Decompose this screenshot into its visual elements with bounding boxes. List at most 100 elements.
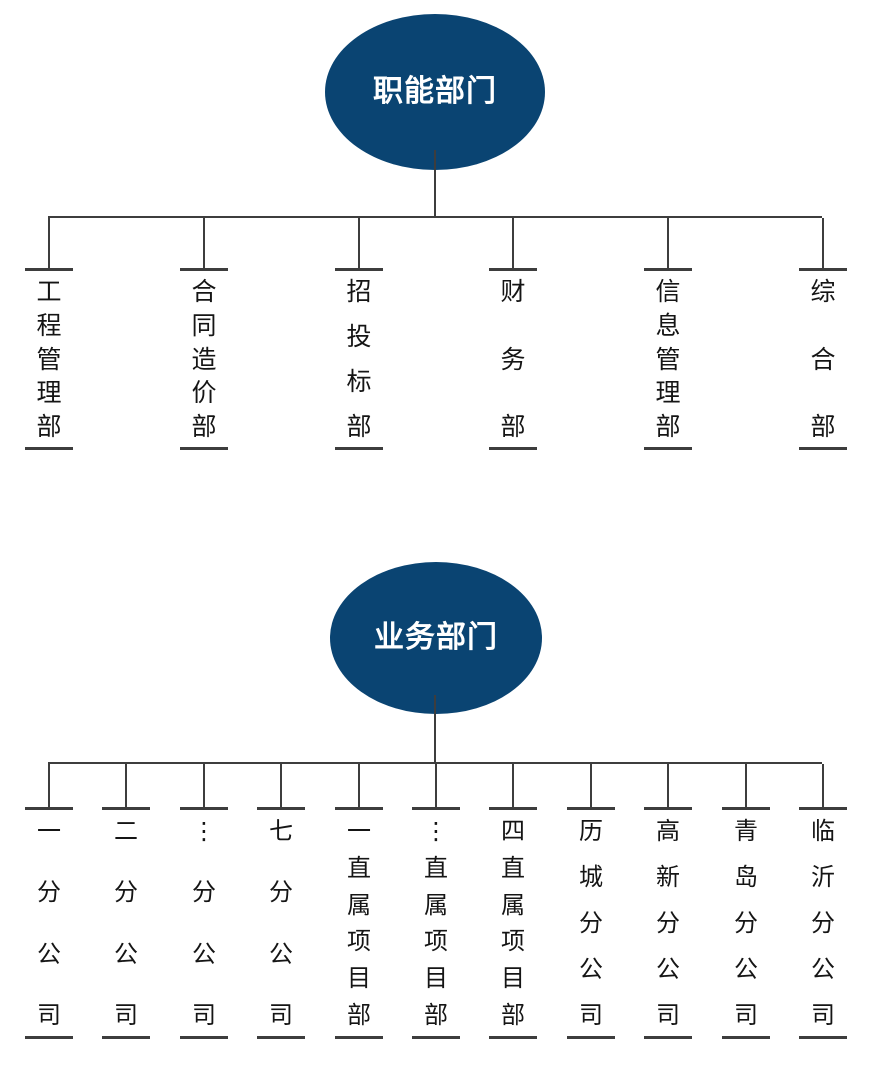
leaf-top-rule xyxy=(180,807,228,810)
leaf-node-char: 部 xyxy=(501,1001,525,1029)
leaf-bottom-rule xyxy=(180,447,228,450)
leaf-node-char: 分 xyxy=(192,879,216,907)
leaf-node-char: 公 xyxy=(811,956,835,983)
leaf-node-char: 公 xyxy=(269,940,293,968)
leaf-node-char: 管 xyxy=(655,345,681,374)
leaf-node[interactable]: 工程管理部 xyxy=(25,280,73,440)
leaf-node-char: 司 xyxy=(734,1002,758,1029)
leaf-node-char: 目 xyxy=(501,965,525,993)
leaf-node[interactable]: ⋮直属项目部 xyxy=(412,820,460,1028)
connector-bus-business xyxy=(48,762,822,764)
leaf-node-char: 价 xyxy=(191,379,217,408)
leaf-bottom-rule xyxy=(25,447,73,450)
leaf-node-char: 分 xyxy=(269,879,293,907)
leaf-node[interactable]: 二分公司 xyxy=(102,820,150,1028)
leaf-node-char: 直 xyxy=(347,854,371,882)
connector-drop xyxy=(203,764,205,808)
root-node-functional-label: 职能部门 xyxy=(373,75,497,108)
leaf-node-char: 公 xyxy=(37,940,61,968)
leaf-node-char: 管 xyxy=(36,345,62,374)
leaf-node[interactable]: 财务部 xyxy=(489,280,537,440)
leaf-bottom-rule xyxy=(335,1036,383,1039)
leaf-node[interactable]: 青岛分公司 xyxy=(722,820,770,1028)
leaf-node[interactable]: 招投标部 xyxy=(335,280,383,440)
leaf-node-char: 部 xyxy=(347,1001,371,1029)
leaf-node-char: 项 xyxy=(501,928,525,956)
leaf-node[interactable]: 一分公司 xyxy=(25,820,73,1028)
leaf-node-char: 司 xyxy=(656,1002,680,1029)
root-node-functional[interactable]: 职能部门 xyxy=(325,14,545,170)
leaf-node-char: 直 xyxy=(501,854,525,882)
leaf-node[interactable]: 信息管理部 xyxy=(644,280,692,440)
leaf-node[interactable]: 临沂分公司 xyxy=(799,820,847,1028)
connector-drop xyxy=(435,764,437,808)
leaf-node-char: 合 xyxy=(810,345,836,374)
leaf-node-char: 临 xyxy=(811,818,835,845)
root-node-business-label: 业务部门 xyxy=(374,621,498,654)
connector-drop xyxy=(822,764,824,808)
leaf-node[interactable]: 一直属项目部 xyxy=(335,820,383,1028)
leaf-node-char: 造 xyxy=(191,345,217,374)
leaf-node-char: 司 xyxy=(269,1001,293,1029)
leaf-node[interactable]: 历城分公司 xyxy=(567,820,615,1028)
leaf-node-char: 信 xyxy=(655,278,681,306)
leaf-node-char: 沂 xyxy=(811,864,835,891)
leaf-node-char: 部 xyxy=(191,413,217,441)
leaf-top-rule xyxy=(799,807,847,810)
leaf-node-char: 属 xyxy=(424,891,448,919)
connector-drop xyxy=(203,218,205,269)
leaf-node-char: 司 xyxy=(37,1001,61,1029)
leaf-bottom-rule xyxy=(257,1036,305,1039)
root-node-business[interactable]: 业务部门 xyxy=(330,562,542,714)
leaf-node-char: 标 xyxy=(346,368,372,396)
leaf-node-char: 岛 xyxy=(734,864,758,891)
leaf-node-char: 程 xyxy=(36,311,62,340)
leaf-bottom-rule xyxy=(644,1036,692,1039)
leaf-node-char: ⋮ xyxy=(424,818,448,845)
leaf-node-char: 部 xyxy=(500,413,526,441)
leaf-node-char: 属 xyxy=(347,891,371,919)
connector-drop xyxy=(125,764,127,808)
leaf-top-rule xyxy=(644,268,692,271)
leaf-node-char: 七 xyxy=(269,818,293,845)
leaf-top-rule xyxy=(489,807,537,810)
leaf-node-char: 工 xyxy=(36,278,62,306)
leaf-bottom-rule xyxy=(799,1036,847,1039)
leaf-top-rule xyxy=(257,807,305,810)
connector-drop xyxy=(512,218,514,269)
leaf-node-char: 分 xyxy=(656,910,680,937)
leaf-node[interactable]: 高新分公司 xyxy=(644,820,692,1028)
connector-drop xyxy=(822,218,824,269)
leaf-top-rule xyxy=(722,807,770,810)
leaf-top-rule xyxy=(335,268,383,271)
leaf-node-char: 分 xyxy=(579,910,603,937)
leaf-bottom-rule xyxy=(567,1036,615,1039)
connector-drop xyxy=(667,218,669,269)
leaf-bottom-rule xyxy=(335,447,383,450)
leaf-bottom-rule xyxy=(799,447,847,450)
leaf-bottom-rule xyxy=(412,1036,460,1039)
leaf-node-char: 理 xyxy=(655,379,681,408)
leaf-node-char: 分 xyxy=(37,879,61,907)
leaf-node[interactable]: 七分公司 xyxy=(257,820,305,1028)
leaf-node-char: 公 xyxy=(114,940,138,968)
leaf-node[interactable]: 合同造价部 xyxy=(180,280,228,440)
leaf-node-char: 历 xyxy=(579,818,603,845)
leaf-node-char: 城 xyxy=(579,864,603,891)
leaf-node-char: 司 xyxy=(811,1002,835,1029)
leaf-node[interactable]: 四直属项目部 xyxy=(489,820,537,1028)
connector-drop xyxy=(745,764,747,808)
leaf-bottom-rule xyxy=(722,1036,770,1039)
leaf-top-rule xyxy=(102,807,150,810)
leaf-node[interactable]: ⋮分公司 xyxy=(180,820,228,1028)
leaf-node-char: 司 xyxy=(192,1001,216,1029)
leaf-bottom-rule xyxy=(25,1036,73,1039)
leaf-node[interactable]: 综合部 xyxy=(799,280,847,440)
leaf-bottom-rule xyxy=(644,447,692,450)
leaf-node-char: 四 xyxy=(501,818,525,845)
connector-stem-business xyxy=(434,695,436,763)
leaf-node-char: 公 xyxy=(192,940,216,968)
leaf-top-rule xyxy=(25,807,73,810)
leaf-node-char: 目 xyxy=(424,965,448,993)
leaf-top-rule xyxy=(567,807,615,810)
